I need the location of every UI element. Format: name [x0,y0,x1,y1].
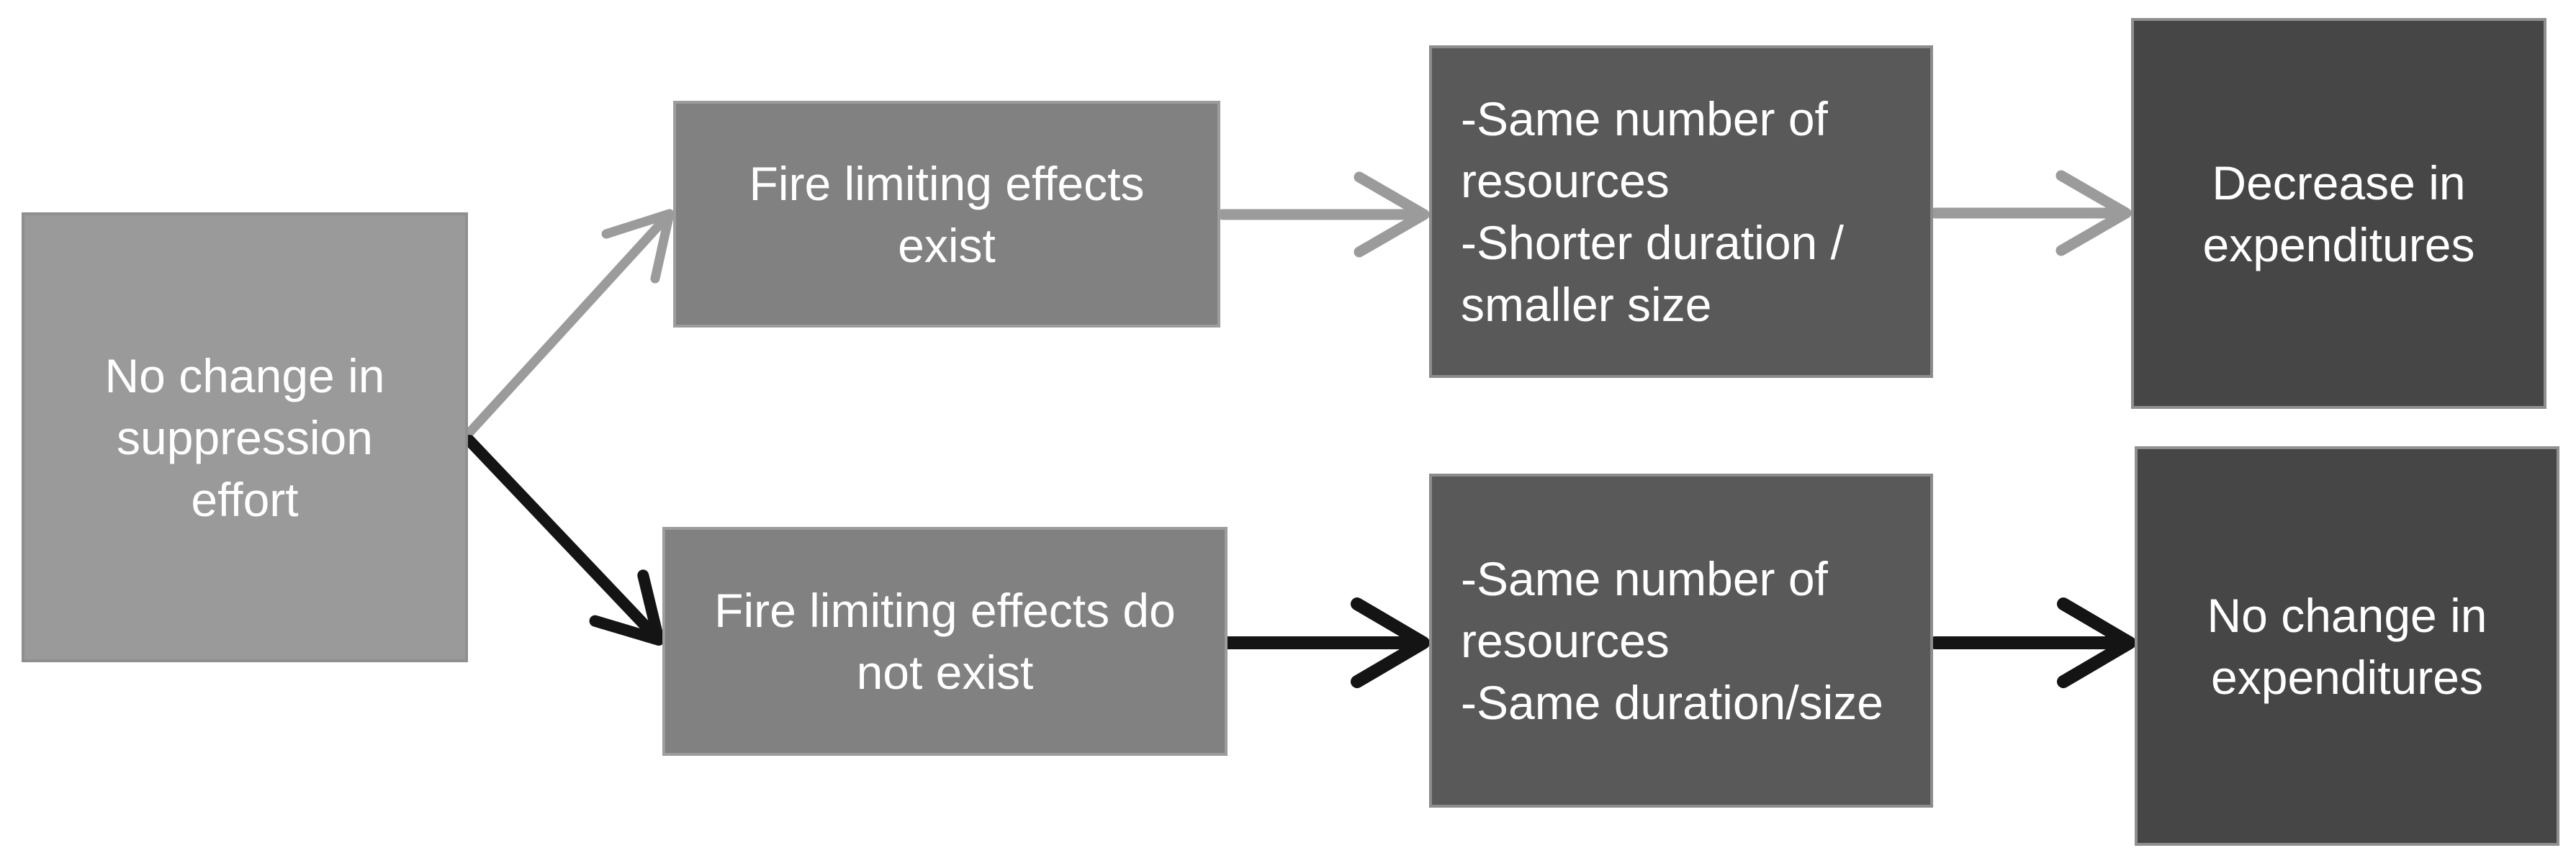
node-text-line: suppression [117,410,373,464]
node-text-line: Fire limiting effects do [714,584,1176,637]
arrow-exist-to-outcomes-head [1354,171,1430,258]
node-text-line: -Same number of [1461,552,1828,605]
node-fire-limiting-effects-do-not-exist: Fire limiting effects do not exist [662,527,1228,756]
node-text-line: Decrease in [2212,155,2466,209]
node-text-line: -Same duration/size [1461,676,1883,729]
node-text-line: effort [191,472,299,526]
node-text-line: expenditures [2211,650,2483,704]
arrow-start-to-not-exist-shaft [464,435,662,643]
arrow-start-to-exist-shaft [464,212,672,438]
node-no-change-expenditures: No change in expenditures [2135,446,2559,846]
node-text-line: exist [898,218,996,272]
node-text-line: smaller size [1461,278,1712,331]
node-text-line: not exist [856,646,1034,699]
node-decrease-expenditures: Decrease in expenditures [2131,18,2546,409]
arrow-start-to-exist [464,209,675,438]
arrow-exist-to-outcomes [1217,171,1430,258]
node-text-line: -Shorter duration / [1461,216,1844,269]
node-text-line: No change in [104,348,385,402]
node-fire-limiting-effects-exist: Fire limiting effects exist [673,101,1220,328]
arrow-not-exist-to-outcomes [1220,597,1430,688]
node-no-change-suppression: No change in suppression effort [22,212,468,662]
arrow-outcomes-to-decrease-head [2055,170,2132,256]
node-text-line: expenditures [2202,217,2475,271]
node-outcomes-not-limiting: -Same number of resources -Same duration… [1429,474,1933,808]
node-text-line: resources [1461,614,1670,667]
arrow-outcomes-to-decrease [1929,170,2132,256]
arrow-start-to-exist-head [601,209,675,284]
arrow-not-exist-to-outcomes-head [1351,597,1430,688]
arrow-outcomes-to-no-change-head [2057,597,2136,688]
node-text-line: resources [1461,154,1670,207]
node-text-line: -Same number of [1461,92,1828,145]
node-text-line: Fire limiting effects [749,156,1145,210]
node-text-line: No change in [2207,588,2487,642]
node-outcomes-limiting: -Same number of resources -Shorter durat… [1429,45,1933,378]
arrow-start-to-not-exist [464,435,665,646]
arrow-outcomes-to-no-change [1929,597,2136,688]
arrow-start-to-not-exist-head [589,569,665,646]
